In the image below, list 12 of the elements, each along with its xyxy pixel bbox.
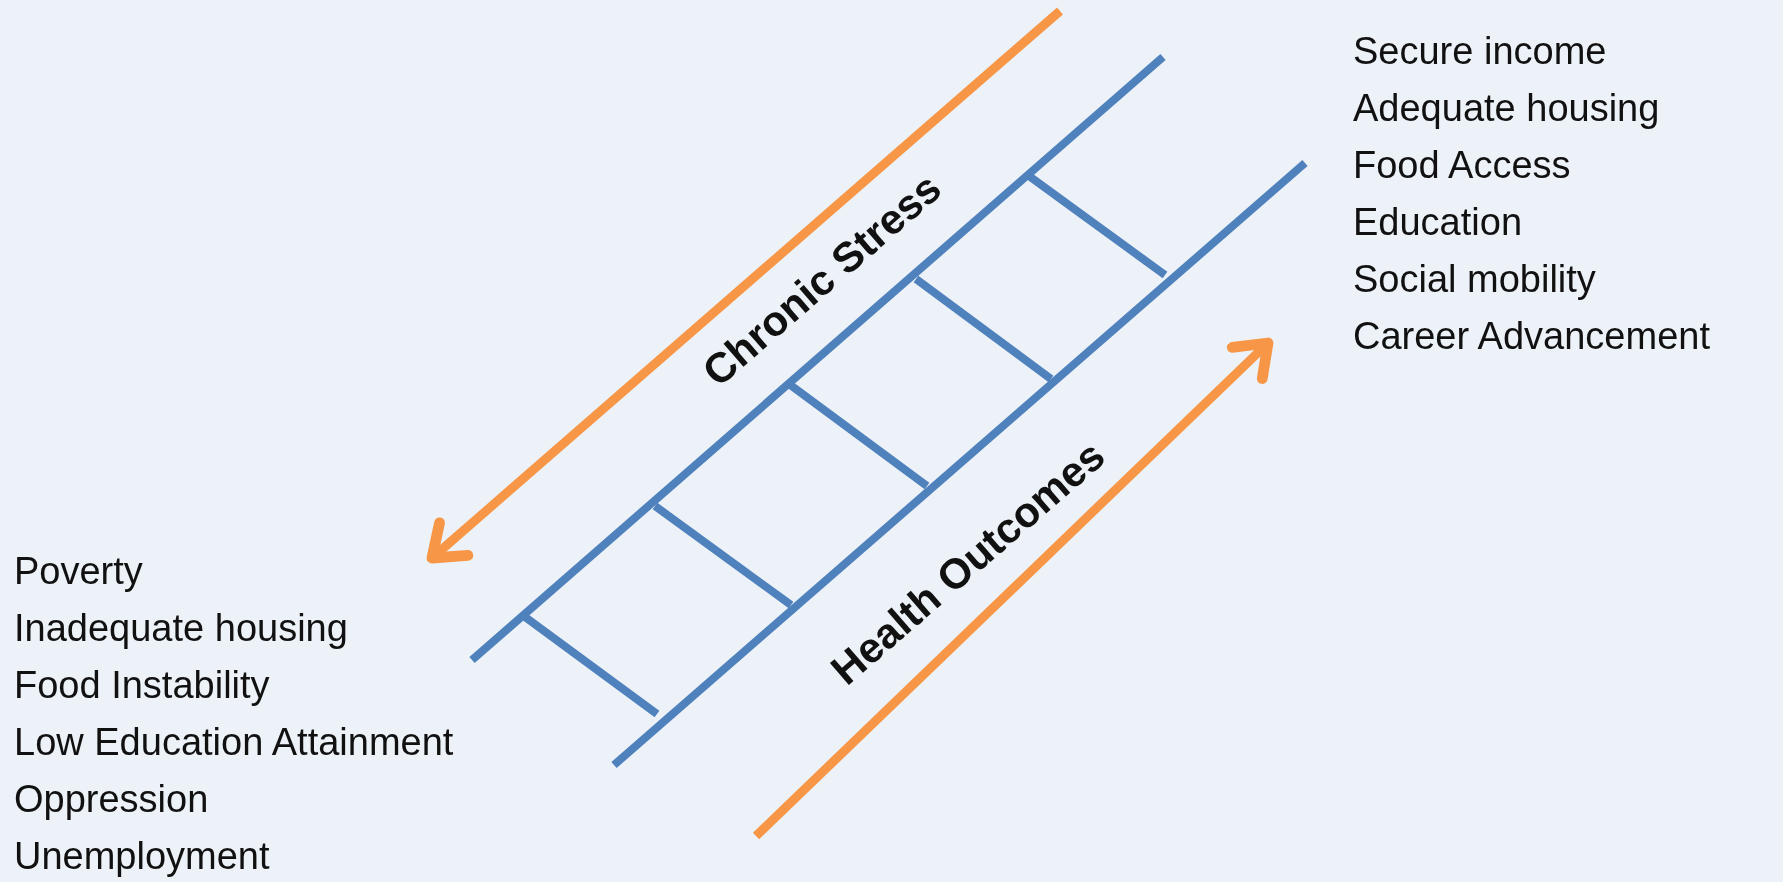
list-item: Unemployment [14,834,270,879]
list-item: Food Instability [14,663,270,708]
list-item: Secure income [1353,29,1607,74]
list-item: Social mobility [1353,257,1596,302]
list-item: Inadequate housing [14,606,348,651]
list-item: Poverty [14,549,143,594]
list-item: Adequate housing [1353,86,1660,131]
list-item: Low Education Attainment [14,720,454,765]
list-item: Oppression [14,777,209,822]
list-item: Career Advancement [1353,314,1710,359]
list-item: Education [1353,200,1522,245]
list-item: Food Access [1353,143,1571,188]
